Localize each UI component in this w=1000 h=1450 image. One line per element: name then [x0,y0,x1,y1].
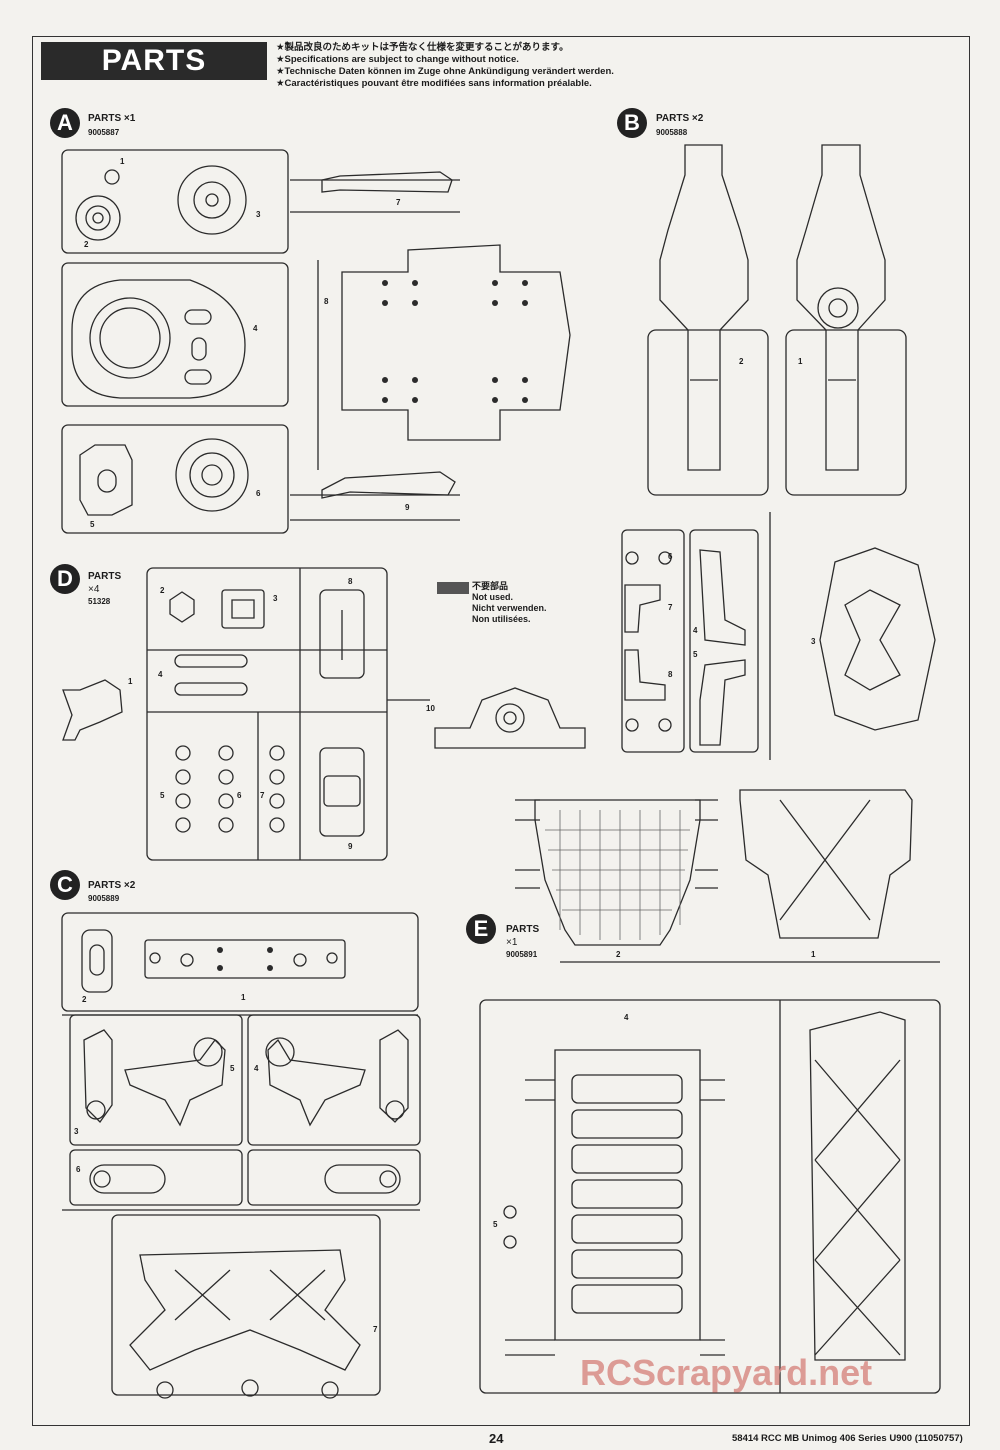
notice-block: ★製品改良のためキットは予告なく仕様を変更することがあります。 ★Specifi… [276,42,614,90]
part-c-6: 6 [76,1165,81,1174]
part-e-4: 4 [624,1013,629,1022]
part-d-3: 3 [273,594,278,603]
part-b-5: 5 [693,650,698,659]
tree-a-drawing [62,150,570,533]
part-b-4: 4 [693,626,698,635]
part-b-3: 3 [811,637,816,646]
legend-fr: Non utilisées. [472,614,531,624]
part-c-4: 4 [254,1064,259,1073]
part-a-2: 2 [84,240,89,249]
tree-b-drawing [622,145,935,760]
notice-jp: ★製品改良のためキットは予告なく仕様を変更することがあります。 [276,42,569,53]
part-b-1: 1 [798,357,803,366]
tree-c-badge: C [50,870,80,900]
legend-jp: 不要部品 [472,581,509,591]
part-d-8: 8 [348,577,353,586]
tree-c-label: PARTS ×2 [88,880,136,891]
page-title: PARTS [41,42,267,80]
part-d-6: 6 [237,791,242,800]
part-a-9: 9 [405,503,410,512]
part-d-5: 5 [160,791,165,800]
tree-b-label: PARTS ×2 [656,113,704,124]
tree-e-qty: ×1 [506,937,518,948]
part-b-7: 7 [668,603,673,612]
part-a-4: 4 [253,324,258,333]
tree-e-badge: E [466,914,496,944]
part-b-2: 2 [739,357,744,366]
not-used-swatch [437,582,469,594]
part-d-9: 9 [348,842,353,851]
tree-d-code: 51328 [88,597,111,606]
part-a-6: 6 [256,489,261,498]
part-b-8: 8 [668,670,673,679]
tree-c-drawing [62,913,420,1398]
tree-a-badge: A [50,108,80,138]
part-b-6: 6 [668,552,673,561]
part-d-4: 4 [158,670,163,679]
tree-d-qty: ×4 [88,584,100,595]
part-d-10: 10 [426,704,435,713]
part-a-3: 3 [256,210,261,219]
page-frame [32,36,970,1426]
legend-en: Not used. [472,592,514,602]
footer-model: 58414 RCC MB Unimog 406 Series U900 (110… [732,1433,963,1444]
part-c-3: 3 [74,1127,79,1136]
page-number: 24 [489,1431,504,1446]
part-a-1: 1 [120,157,125,166]
part-d-1: 1 [128,677,133,686]
part-e-2: 2 [616,950,621,959]
tree-d-label: PARTS [88,571,122,582]
tree-e-code: 9005891 [506,950,538,959]
tree-b-code: 9005888 [656,128,688,137]
part-a-8: 8 [324,297,329,306]
part-c-5: 5 [230,1064,235,1073]
part-e-1: 1 [811,950,816,959]
tree-d-drawing [63,568,585,860]
part-c-1: 1 [241,993,246,1002]
part-c-2: 2 [82,995,87,1004]
part-e-5: 5 [493,1220,498,1229]
tree-d-badge: D [50,564,80,594]
watermark: RCScrapyard.net [580,1352,873,1393]
tree-e-label: PARTS [506,924,540,935]
part-c-7: 7 [373,1325,378,1334]
legend-de: Nicht verwenden. [472,603,547,613]
not-used-legend: 不要部品 Not used. Nicht verwenden. Non util… [472,581,547,625]
tree-a-label: PARTS ×1 [88,113,136,124]
part-d-2: 2 [160,586,165,595]
part-a-5: 5 [90,520,95,529]
notice-fr: ★Caractéristiques pouvant être modifiées… [276,78,592,89]
part-d-7: 7 [260,791,265,800]
tree-b-badge: B [617,108,647,138]
part-a-7: 7 [396,198,401,207]
notice-de: ★Technische Daten können im Zuge ohne An… [276,66,614,77]
notice-en: ★Specifications are subject to change wi… [276,54,519,65]
tree-c-code: 9005889 [88,894,120,903]
tree-e-drawing [480,790,940,1393]
tree-a-code: 9005887 [88,128,120,137]
